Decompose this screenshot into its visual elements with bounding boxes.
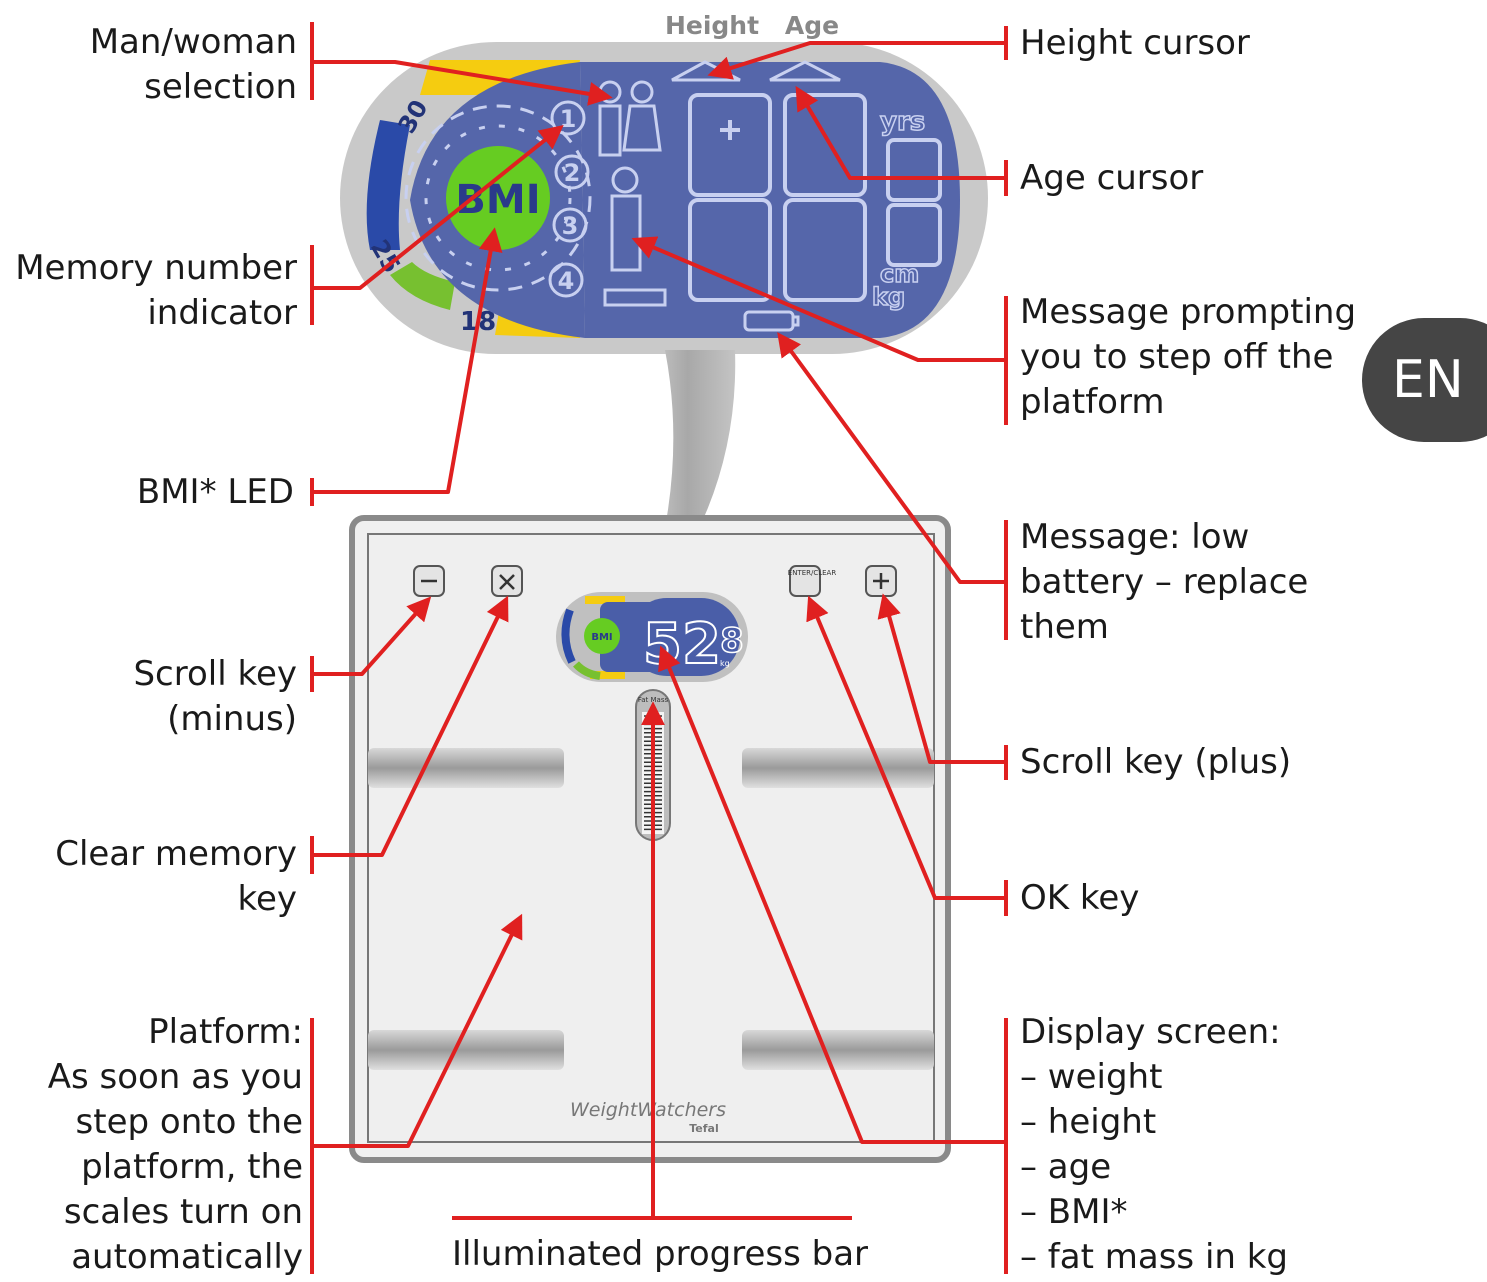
label-memory-number-indicator: Memory number indicator <box>15 248 297 333</box>
label-step-off-message: Message prompting you to step off the pl… <box>1020 292 1357 422</box>
bracket-display-screen <box>662 650 1008 1274</box>
label-bmi-led: BMI* LED <box>136 472 294 512</box>
label-illuminated-progress-bar: Illuminated progress bar <box>452 1234 869 1274</box>
mini-unit: kg <box>720 659 730 668</box>
bracket-man-woman <box>310 22 608 100</box>
lcd-display: 30 25 18 BMI 1 2 3 4 <box>340 11 988 354</box>
bracket-clear <box>310 600 506 874</box>
enter-clear-label: ENTER/CLEAR <box>788 569 837 577</box>
label-clear-memory-key: Clear memory key <box>55 834 297 919</box>
electrode-bottom-right <box>742 1030 934 1070</box>
memory-slot-3: 3 <box>562 212 579 240</box>
bracket-height-cursor <box>712 26 1008 74</box>
memory-slot-4: 4 <box>558 267 575 295</box>
bracket-progress-bar <box>452 706 852 1220</box>
bmi-scale-green <box>390 262 455 310</box>
brand-sub: Tefal <box>689 1122 718 1135</box>
bracket-ok-key <box>810 600 1008 916</box>
label-scroll-key-plus: Scroll key (plus) <box>1020 742 1292 782</box>
bracket-scroll-minus <box>310 600 428 692</box>
mini-display: BMI 52 8 kg <box>556 592 748 682</box>
mini-bmi-badge: BMI <box>591 632 612 643</box>
callout-lines <box>310 22 1008 1274</box>
scale-body: ENTER/CLEAR BMI 52 8 kg Fat Mass <box>349 515 951 1163</box>
mini-reading-small: 8 <box>720 621 744 661</box>
bracket-step-off <box>636 240 1008 425</box>
mini-reading: 52 <box>643 612 721 677</box>
scroll-minus-key[interactable] <box>413 565 445 597</box>
scroll-plus-key[interactable] <box>865 565 897 597</box>
bmi-sun-rays <box>404 104 592 292</box>
label-low-battery-message: Message: low battery – replace them <box>1020 517 1309 647</box>
fat-mass-label: Fat Mass <box>638 696 669 704</box>
unit-cm: cm <box>880 260 919 288</box>
bracket-age-cursor <box>798 90 1008 196</box>
brand-logo: WeightWatchers <box>570 1099 726 1121</box>
label-age-cursor: Age cursor <box>1020 158 1204 198</box>
electrode-top-right <box>742 748 934 788</box>
label-height-cursor: Height cursor <box>1020 23 1250 63</box>
bracket-platform <box>310 918 520 1274</box>
memory-slot-2: 2 <box>564 159 581 187</box>
clear-memory-key[interactable] <box>491 565 523 597</box>
bracket-memory <box>310 128 560 325</box>
unit-years: yrs <box>880 107 925 137</box>
label-ok-key: OK key <box>1020 878 1140 918</box>
unit-kg: kg <box>872 283 905 311</box>
bmi-scale-blue <box>366 120 410 250</box>
electrode-bottom-left <box>368 1030 564 1070</box>
label-man-woman-selection: Man/woman selection <box>89 22 297 107</box>
label-display-screen: Display screen: – weight – height – age … <box>1020 1012 1289 1277</box>
age-header: Age <box>785 11 839 40</box>
language-tab: EN <box>1362 318 1487 442</box>
bracket-low-battery <box>780 336 1008 640</box>
label-scroll-key-minus: Scroll key (minus) <box>133 654 297 739</box>
label-platform: Platform: As soon as you step onto the p… <box>47 1012 303 1277</box>
bracket-scroll-plus <box>884 598 1008 780</box>
memory-slot-1: 1 <box>560 105 577 133</box>
step-off-figure-icon <box>603 166 667 307</box>
electrode-top-left <box>368 748 564 788</box>
height-header: Height <box>665 11 759 40</box>
bracket-bmi-led <box>310 232 494 506</box>
